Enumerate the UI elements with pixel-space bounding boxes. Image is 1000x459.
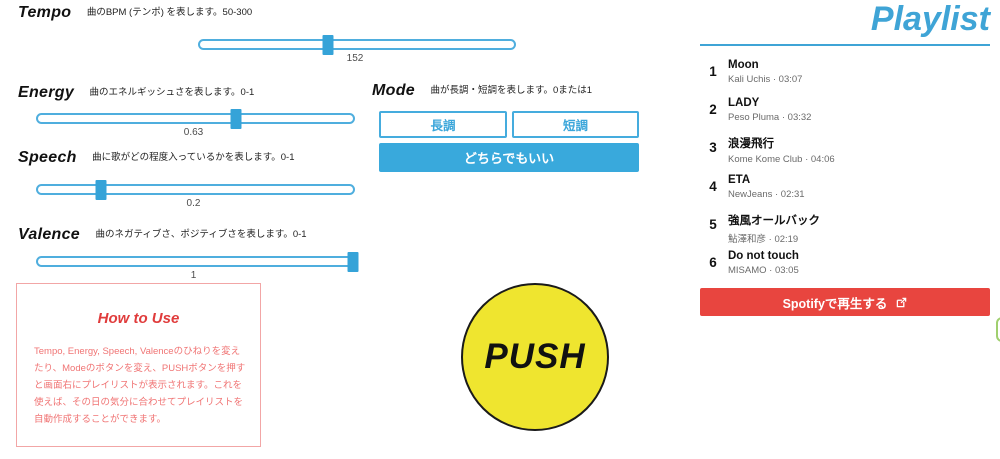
energy-value: 0.63 [183,127,204,138]
push-button[interactable]: PUSH [461,283,609,431]
tempo-slider[interactable] [198,34,516,55]
track-title: Moon [728,59,759,71]
tempo-value: 152 [346,53,364,64]
playlist-title: Playlist [870,0,990,38]
track-title: ETA [728,174,751,186]
how-to-use-panel: How to Use Tempo, Energy, Speech, Valenc… [16,283,261,447]
speech-heading: Speech 曲に歌がどの程度入っているかを表します。0-1 [18,149,294,167]
spotify-play-label: Spotifyで再生する [782,296,888,311]
track-row: 5 強風オールバック 鮎澤和彦 · 02:19 [700,212,990,248]
track-title: LADY [728,97,760,109]
mode-label: Mode [372,82,415,99]
mode-minor-button[interactable]: 短調 [512,111,639,138]
valence-description: 曲のネガティブさ、ポジティブさを表します。0-1 [95,229,307,240]
speech-slider[interactable] [36,179,355,200]
valence-heading: Valence 曲のネガティブさ、ポジティブさを表します。0-1 [18,226,307,244]
track-row: 3 浪漫飛行 Kome Kome Club · 04:06 [700,135,990,171]
track-number: 6 [709,255,717,270]
tempo-heading: Tempo 曲のBPM (テンポ) を表します。50-300 [18,4,252,22]
speech-slider-thumb[interactable] [95,179,107,200]
tempo-label: Tempo [18,4,72,21]
side-tab-peek[interactable] [996,317,1000,342]
track-row: 1 Moon Kali Uchis · 03:07 [700,59,990,95]
track-number: 3 [709,140,717,155]
track-row: 2 LADY Peso Pluma · 03:32 [700,97,990,133]
track-row: 4 ETA NewJeans · 02:31 [700,174,990,210]
mode-major-button[interactable]: 長調 [379,111,507,138]
speech-description: 曲に歌がどの程度入っているかを表します。0-1 [92,152,295,163]
valence-label: Valence [18,226,80,243]
tempo-description: 曲のBPM (テンポ) を表します。50-300 [86,7,253,18]
energy-heading: Energy 曲のエネルギッシュさを表します。0-1 [18,84,254,102]
track-subtitle: Kali Uchis · 03:07 [728,74,803,85]
track-title: Do not touch [728,250,799,262]
track-subtitle: NewJeans · 02:31 [728,189,805,200]
spotify-play-button[interactable]: Spotifyで再生する [700,288,990,316]
track-row: 6 Do not touch MISAMO · 03:05 [700,250,990,286]
track-subtitle: Peso Pluma · 03:32 [728,112,812,123]
track-title: 浪漫飛行 [728,138,774,150]
valence-slider[interactable] [36,251,359,272]
track-title: 強風オールバック [728,215,820,227]
speech-label: Speech [18,149,77,166]
track-number: 5 [709,217,717,232]
push-button-label: PUSH [484,337,586,376]
playlist-divider [700,44,990,46]
mode-heading: Mode 曲が長調・短調を表します。0または1 [372,82,592,100]
track-number: 2 [709,102,717,117]
energy-slider-thumb[interactable] [230,108,242,129]
track-subtitle: 鮎澤和彦 · 02:19 [728,234,799,245]
energy-slider[interactable] [36,108,355,129]
mode-either-button[interactable]: どちらでもいい [379,143,639,172]
external-link-icon [896,297,907,308]
track-subtitle: MISAMO · 03:05 [728,265,799,276]
tempo-slider-thumb[interactable] [322,34,334,55]
how-to-use-body: Tempo, Energy, Speech, Valenceのひねりを変えたり、… [34,346,246,426]
track-subtitle: Kome Kome Club · 04:06 [728,154,835,165]
energy-description: 曲のエネルギッシュさを表します。0-1 [89,87,255,98]
how-to-use-title: How to Use [97,310,180,327]
mode-description: 曲が長調・短調を表します。0または1 [430,85,593,96]
valence-slider-thumb[interactable] [347,251,359,272]
track-number: 4 [709,179,717,194]
speech-value: 0.2 [186,198,201,209]
track-number: 1 [709,64,717,79]
valence-value: 1 [190,270,197,281]
energy-label: Energy [18,84,75,101]
